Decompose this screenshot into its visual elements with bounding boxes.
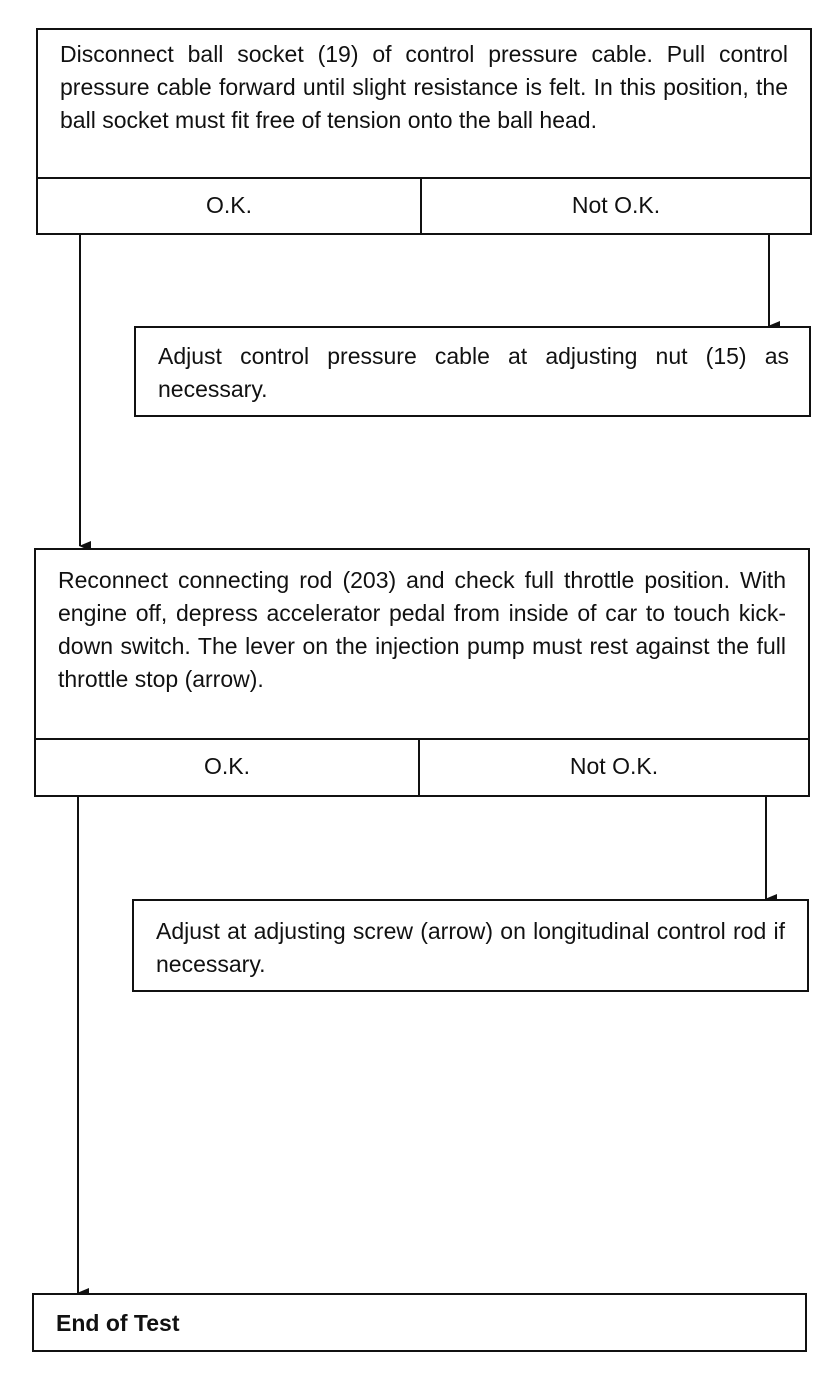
step-1-box: Disconnect ball socket (19) of control p… [36,28,812,235]
end-of-test-label: End of Test [56,1310,180,1336]
step-2-ok-label: O.K. [36,740,420,795]
step-2-outcomes: O.K. Not O.K. [36,738,808,795]
step-1-outcomes: O.K. Not O.K. [38,177,810,233]
end-of-test-box: End of Test [32,1293,807,1352]
step-1-ok-label: O.K. [38,179,422,233]
step-2-not-ok-label: Not O.K. [569,753,659,779]
step-1-not-ok-label: Not O.K. [571,192,661,218]
fix-2-text: Adjust at adjusting screw (arrow) on lon… [156,918,785,977]
step-2-box: Reconnect connecting rod (203) and check… [34,548,810,797]
fix-1-box: Adjust control pressure cable at adjusti… [134,326,811,417]
step-1-text: Disconnect ball socket (19) of control p… [60,41,788,133]
step-2-text: Reconnect connecting rod (203) and check… [58,567,786,692]
fix-1-text: Adjust control pressure cable at adjusti… [158,343,789,402]
fix-2-box: Adjust at adjusting screw (arrow) on lon… [132,899,809,992]
